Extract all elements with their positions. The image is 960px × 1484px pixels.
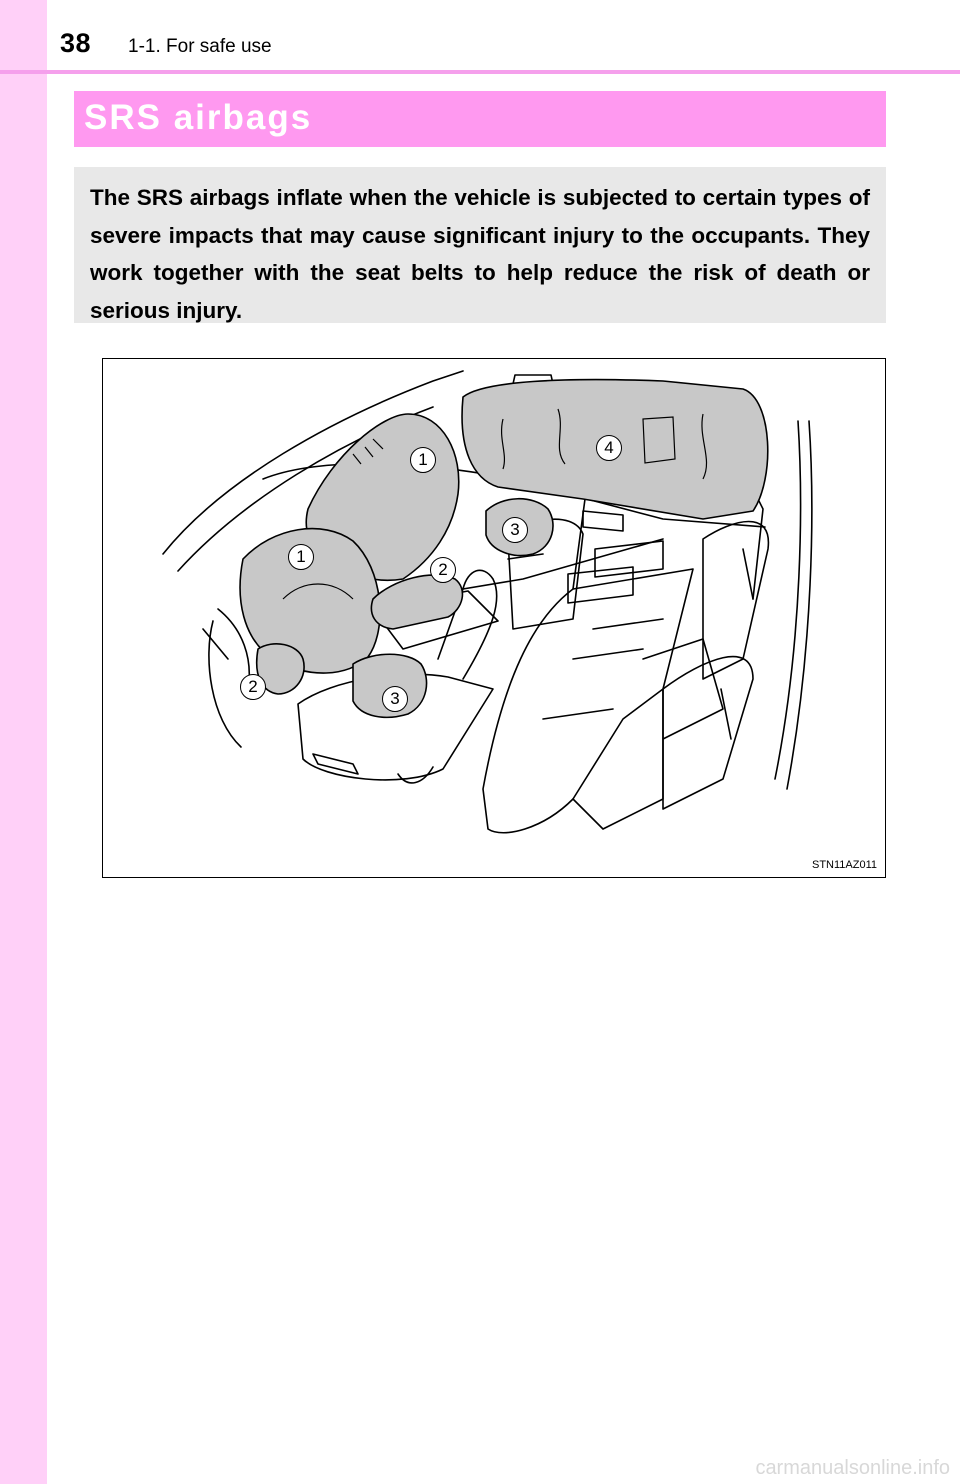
vehicle-interior-drawing [103,359,886,878]
callout-3-upper: 3 [502,517,528,543]
figure-code: STN11AZ011 [812,859,877,871]
callout-2-lower: 2 [240,674,266,700]
airbag-illustration: 1 4 3 1 2 2 3 STN11AZ011 [102,358,886,878]
header-rule [0,70,960,74]
callout-1-upper: 1 [410,447,436,473]
intro-text: The SRS airbags inflate when the vehicle… [90,179,870,329]
side-tab-strip [0,0,47,1484]
watermark: carmanualsonline.info [755,1457,950,1480]
intro-box: The SRS airbags inflate when the vehicle… [74,167,886,323]
section-reference: 1-1. For safe use [128,36,272,58]
callout-4: 4 [596,435,622,461]
page-number: 38 [60,28,91,59]
callout-1-lower: 1 [288,544,314,570]
callout-3-lower: 3 [382,686,408,712]
section-title: SRS airbags [84,98,312,138]
callout-2-center: 2 [430,557,456,583]
section-title-bar: SRS airbags [74,91,886,147]
